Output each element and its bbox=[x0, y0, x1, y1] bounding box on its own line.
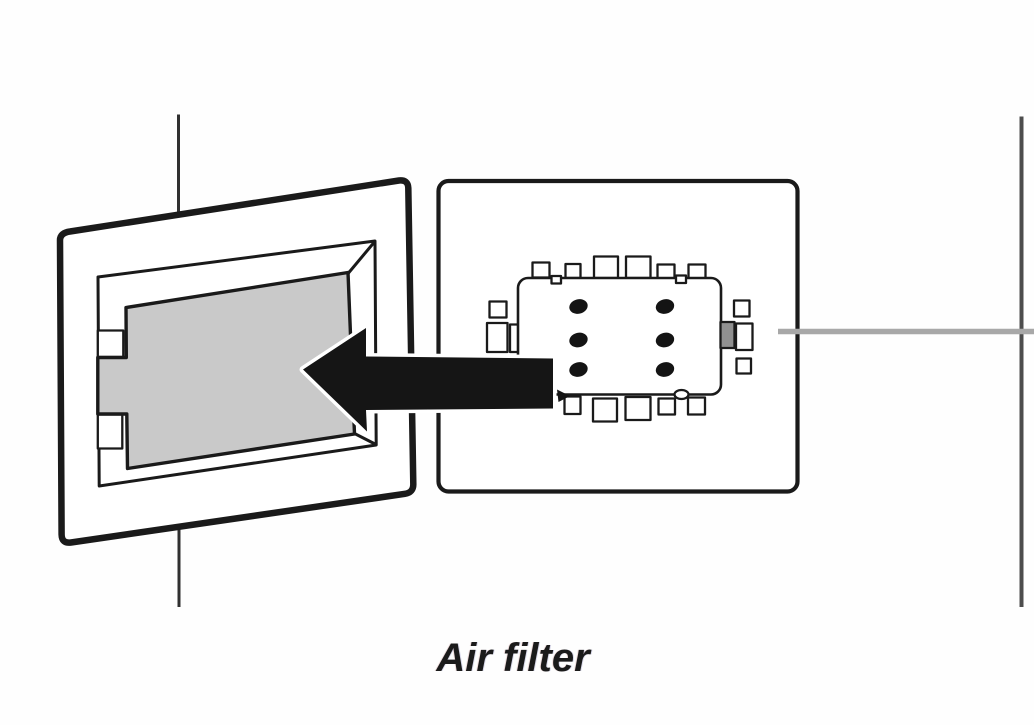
clip-tab bbox=[564, 262, 582, 280]
clip-tab bbox=[485, 321, 509, 354]
edge-oval bbox=[673, 388, 690, 401]
filter-cover-panel bbox=[436, 178, 800, 494]
screw-dot bbox=[655, 332, 675, 348]
housing-slot-upper bbox=[96, 329, 125, 359]
edge-notch-right bbox=[674, 274, 688, 285]
housing-slot-lower bbox=[96, 413, 124, 450]
clip-tab bbox=[686, 396, 707, 416]
filter-housing bbox=[56, 177, 417, 546]
clip-tab bbox=[624, 395, 652, 422]
latch-gray bbox=[719, 320, 736, 350]
screw-dot bbox=[569, 362, 588, 377]
clip-tab bbox=[488, 300, 508, 319]
clip-tab bbox=[531, 261, 551, 279]
clip-tab bbox=[735, 357, 753, 375]
clip-tab bbox=[657, 397, 677, 416]
clip-tab bbox=[624, 255, 652, 280]
screw-dot bbox=[569, 332, 588, 348]
air-filter-pad bbox=[96, 270, 357, 471]
bezel-corner-wedge-bottom bbox=[353, 432, 378, 446]
clip-tab bbox=[592, 255, 620, 280]
clip-tab bbox=[732, 299, 751, 318]
clip-tabs bbox=[485, 255, 754, 423]
clip-tab bbox=[563, 395, 582, 416]
removal-arrow bbox=[299, 324, 557, 435]
caption-air-filter: Air filter bbox=[436, 636, 590, 680]
screw-dot bbox=[655, 362, 675, 377]
clip-tab bbox=[591, 397, 619, 423]
bezel-corner-wedge-top bbox=[347, 240, 377, 275]
filter-unit bbox=[485, 255, 754, 423]
corner-pointer bbox=[557, 389, 570, 402]
screw-dots bbox=[569, 299, 675, 377]
wall-lines bbox=[177, 114, 1024, 607]
clip-tab bbox=[734, 322, 754, 352]
edge-notch-left bbox=[550, 274, 563, 285]
screw-dot bbox=[569, 299, 588, 314]
screw-dot bbox=[655, 299, 675, 314]
